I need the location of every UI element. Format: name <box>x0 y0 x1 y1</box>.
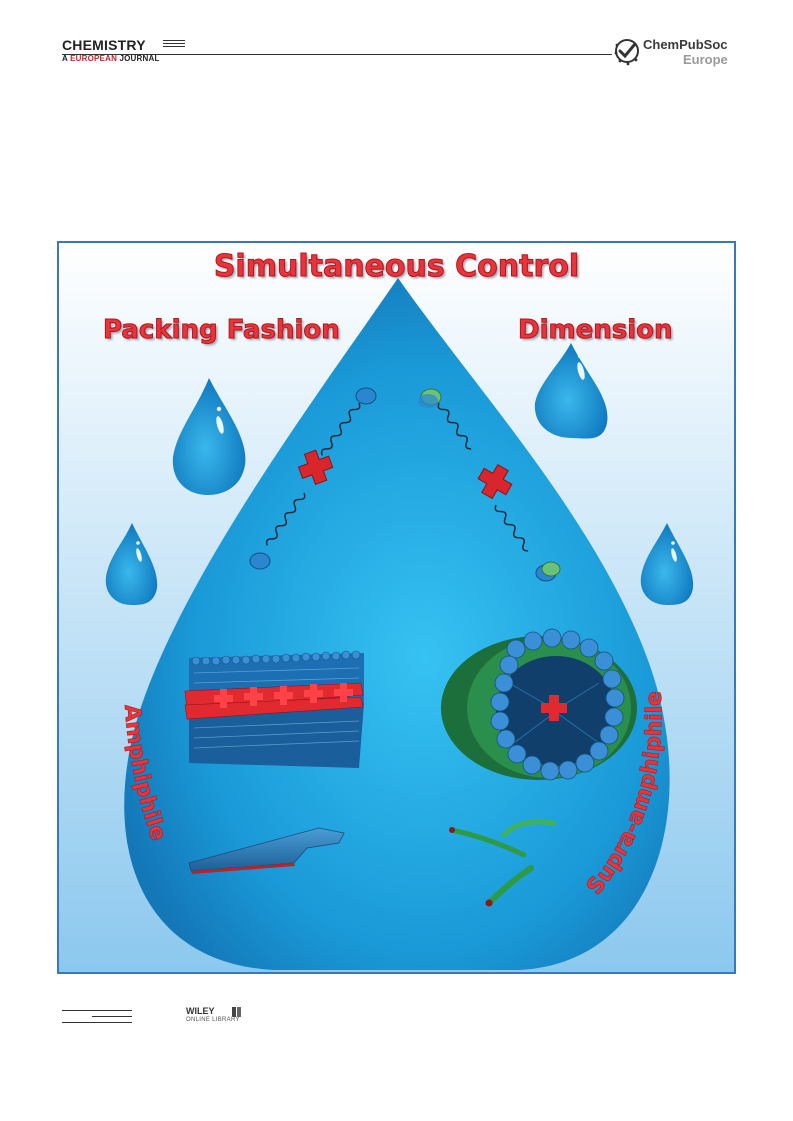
journal-subtitle: A EUROPEAN JOURNAL <box>62 54 160 63</box>
lamellar-stack-illustration <box>184 650 364 768</box>
book-icon <box>232 1007 241 1017</box>
tubular-bundle-illustration <box>441 628 637 781</box>
small-droplet-2 <box>534 343 608 439</box>
small-droplet-4 <box>640 523 694 605</box>
publisher-logo: WILEY ONLINE LIBRARY <box>186 1006 246 1028</box>
society-badge-icon <box>614 39 639 66</box>
journal-title: CHEMISTRY <box>62 37 146 53</box>
small-droplet-1 <box>172 378 246 495</box>
journal-subtitle-suffix: JOURNAL <box>117 54 160 63</box>
journal-subtitle-accent: EUROPEAN <box>70 54 118 63</box>
journal-logo-lines <box>163 40 185 49</box>
society-region: Europe <box>683 52 728 67</box>
journal-logo: CHEMISTRY A EUROPEAN JOURNAL <box>62 37 186 67</box>
packing-fashion-heading: Packing Fashion <box>103 315 341 346</box>
toc-graphic: Amphiphile Supra-amphiphile Simultaneous… <box>57 241 736 974</box>
footer-rules <box>62 1010 132 1023</box>
nanofiber-illustration <box>449 819 557 907</box>
amphiphile-molecule <box>249 387 377 570</box>
toc-graphic-illustration: Amphiphile Supra-amphiphile <box>59 243 734 972</box>
dimension-heading: Dimension <box>518 315 673 346</box>
journal-subtitle-prefix: A <box>62 54 71 63</box>
graphic-title: Simultaneous Control <box>213 249 580 285</box>
header-rule <box>62 54 732 55</box>
large-water-droplet <box>124 278 670 970</box>
publisher-subtitle: ONLINE LIBRARY <box>186 1017 240 1023</box>
small-droplet-3 <box>105 523 158 605</box>
society-name: ChemPubSoc <box>643 37 728 52</box>
society-logo: ChemPubSoc Europe <box>612 34 736 70</box>
supra-amphiphile-molecule <box>418 388 561 582</box>
publisher-name: WILEY <box>186 1006 215 1016</box>
